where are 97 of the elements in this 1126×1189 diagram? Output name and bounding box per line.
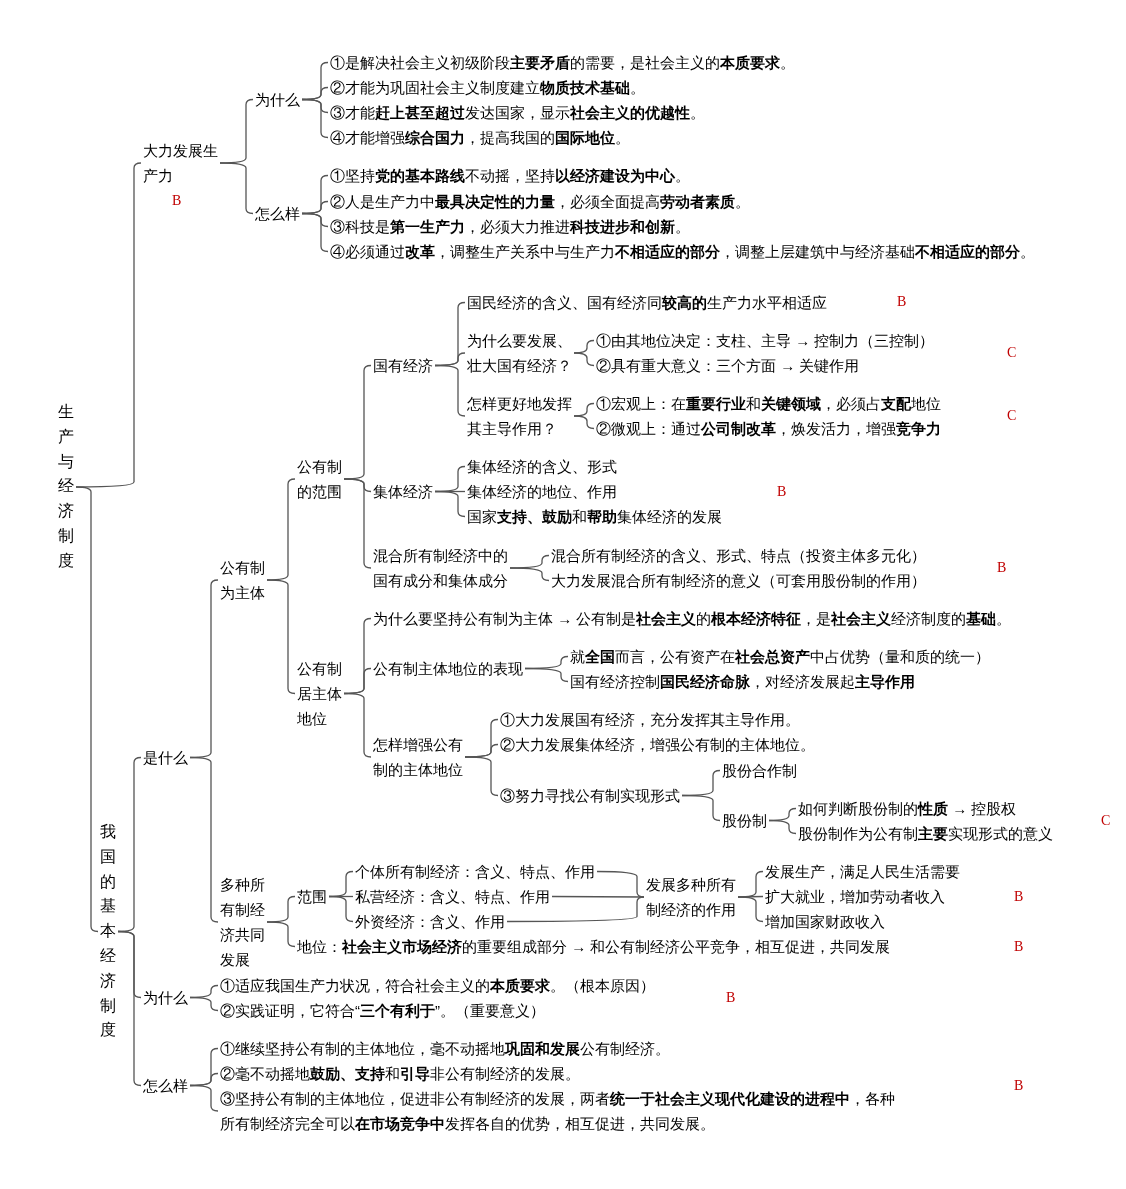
topic-label: ③努力寻找公有制实现形式 bbox=[500, 782, 680, 808]
point-text: ②实践证明，它符合“三个有利于”。（重要意义） bbox=[220, 997, 545, 1023]
brace-connector bbox=[573, 415, 595, 430]
brace-connector bbox=[75, 486, 99, 933]
grade-mark: B bbox=[997, 560, 1007, 576]
topic-label: 国有经济 bbox=[373, 352, 433, 378]
point-text: ④必须通过改革，调整生产关系中与生产力不相适应的部分，调整上层建筑中与经济基础不相适应的部分。 bbox=[330, 238, 1035, 264]
brace-connector bbox=[328, 895, 354, 923]
topic-label: 混合所有制经济中的国有成分和集体成分 bbox=[373, 542, 508, 593]
point-text: ②才能为巩固社会主义制度建立物质技术基础。 bbox=[330, 74, 645, 100]
point-text: ①继续坚持公有制的主体地位，毫不动摇地巩固和发展公有制经济。 bbox=[220, 1035, 670, 1061]
brace-connector bbox=[681, 794, 721, 822]
brace-connector bbox=[573, 352, 595, 367]
grade-mark: B bbox=[1014, 889, 1024, 905]
point-text: ②大力发展集体经济，增强公有制的主体地位。 bbox=[500, 731, 815, 757]
topic-label: 私营经济：含义、特点、作用 bbox=[355, 883, 550, 909]
topic-label: 为什么要发展、壮大国有经济？ bbox=[467, 327, 572, 378]
grade-mark: C bbox=[1007, 345, 1017, 361]
topic-label: 多种所有制经济共同发展 bbox=[220, 871, 265, 972]
topic-label: 公有制主体地位的表现 bbox=[373, 655, 523, 681]
topic-label: 生产与经济制度 bbox=[58, 400, 74, 574]
brace-connector bbox=[343, 478, 372, 569]
point-text: 集体经济的地位、作用 bbox=[467, 478, 617, 504]
brace-connector bbox=[506, 896, 645, 923]
point-text: 发展生产，满足人民生活需要 bbox=[765, 858, 960, 884]
point-text: 如何判断股份制的性质 → 控股权 bbox=[798, 795, 1017, 821]
grade-mark: B bbox=[1014, 1078, 1024, 1094]
brace-connector bbox=[266, 579, 296, 695]
topic-label: 公有制居主体地位 bbox=[297, 655, 342, 731]
topic-label: 怎样增强公有制的主体地位 bbox=[373, 731, 463, 782]
topic-label: 大力发展生产力 bbox=[143, 137, 218, 188]
point-text: ①宏观上：在重要行业和关键领域，必须占支配地位 bbox=[596, 390, 941, 416]
grade-mark: B bbox=[897, 294, 907, 310]
point-text: 扩大就业，增加劳动者收入 bbox=[765, 883, 945, 909]
brace-connector bbox=[434, 490, 466, 518]
brace-connector bbox=[189, 1084, 219, 1112]
point-text: ③坚持公有制的主体地位，促进非公有制经济的发展，两者统一于社会主义现代化建设的进程中，各种所有制经济完全可以在市场竞争中发挥各自的优势，相互促进，共同发展。 bbox=[220, 1085, 903, 1136]
point-text: ②微观上：通过公司制改革，焕发活力，增强竞争力 bbox=[596, 415, 941, 441]
brace-connector bbox=[343, 692, 372, 758]
point-text: ①是解决社会主义初级阶段主要矛盾的需要，是社会主义的本质要求。 bbox=[330, 49, 795, 75]
topic-label: 怎么样 bbox=[143, 1072, 188, 1098]
topic-label: 为什么 bbox=[143, 984, 188, 1010]
topic-label: 是什么 bbox=[143, 744, 188, 770]
brace-connector bbox=[301, 98, 329, 139]
brace-connector bbox=[434, 364, 466, 417]
grade-mark: C bbox=[1007, 408, 1017, 424]
point-text: 大力发展混合所有制经济的意义（可套用股份制的作用） bbox=[551, 567, 926, 593]
point-text: 增加国家财政收入 bbox=[765, 908, 885, 934]
topic-label: 范围 bbox=[297, 883, 327, 909]
point-text: 国有经济控制国民经济命脉，对经济发展起主导作用 bbox=[570, 668, 915, 694]
brace-connector bbox=[117, 930, 142, 1087]
topic-label: 公有制为主体 bbox=[220, 554, 265, 605]
grade-mark: B bbox=[1014, 939, 1024, 955]
point-text: ②人是生产力中最具决定性的力量，必须全面提高劳动者素质。 bbox=[330, 188, 750, 214]
brace-connector bbox=[768, 819, 797, 835]
point-text: 为什么要坚持公有制为主体 → 公有制是社会主义的根本经济特征，是社会主义经济制度的基础。 bbox=[373, 605, 1012, 631]
point-text: ①适应我国生产力状况，符合社会主义的本质要求。（根本原因） bbox=[220, 972, 655, 998]
point-text: ②毫不动摇地鼓励、支持和引导非公有制经济的发展。 bbox=[220, 1060, 580, 1086]
point-text: 股份合作制 bbox=[722, 757, 797, 783]
point-text: 国民经济的含义、国有经济同较高的生产力水平相适应 bbox=[467, 289, 827, 315]
brace-connector bbox=[464, 756, 499, 797]
point-text: ③科技是第一生产力，必须大力推进科技进步和创新。 bbox=[330, 213, 690, 239]
brace-connector bbox=[737, 896, 764, 923]
topic-label: 公有制的范围 bbox=[297, 453, 342, 504]
grade-mark: B bbox=[172, 193, 182, 209]
topic-label: 外资经济：含义、作用 bbox=[355, 908, 505, 934]
point-text: 就全国而言，公有资产在社会总资产中占优势（量和质的统一） bbox=[570, 643, 990, 669]
topic-label: 个体所有制经济：含义、特点、作用 bbox=[355, 858, 595, 884]
brace-connector bbox=[189, 756, 219, 923]
topic-label: 我国的基本经济制度 bbox=[100, 820, 116, 1044]
topic-label: 股份制 bbox=[722, 807, 767, 833]
brace-connector bbox=[509, 567, 550, 582]
topic-label: 为什么 bbox=[255, 86, 300, 112]
point-text: ②具有重大意义：三个方面 → 关键作用 bbox=[596, 352, 860, 378]
grade-mark: C bbox=[1101, 813, 1111, 829]
brace-connector bbox=[266, 921, 296, 948]
grade-mark: B bbox=[726, 990, 736, 1006]
topic-label: 发展多种所有制经济的作用 bbox=[646, 871, 736, 922]
topic-label: 集体经济 bbox=[373, 478, 433, 504]
point-text: 混合所有制经济的含义、形式、特点（投资主体多元化） bbox=[551, 542, 926, 568]
brace-connector bbox=[524, 667, 569, 683]
point-text: ①坚持党的基本路线不动摇，坚持以经济建设为中心。 bbox=[330, 162, 690, 188]
point-text: 股份制作为公有制主要实现形式的意义 bbox=[798, 820, 1053, 846]
brace-connector bbox=[219, 162, 254, 215]
point-text: ④才能增强综合国力，提高我国的国际地位。 bbox=[330, 124, 630, 150]
point-text: ①由其地位决定：支柱、主导 → 控制力（三控制） bbox=[596, 327, 935, 353]
topic-label: 怎么样 bbox=[255, 200, 300, 226]
point-text: ①大力发展国有经济，充分发挥其主导作用。 bbox=[500, 706, 800, 732]
point-text: 地位：社会主义市场经济的重要组成部分 → 和公有制经济公平竞争，相互促进，共同发展 bbox=[297, 933, 891, 959]
point-text: 国家支持、鼓励和帮助集体经济的发展 bbox=[467, 503, 722, 529]
point-text: 集体经济的含义、形式 bbox=[467, 453, 617, 479]
grade-mark: B bbox=[777, 484, 787, 500]
topic-label: 怎样更好地发挥其主导作用？ bbox=[467, 390, 572, 441]
brace-connector bbox=[189, 996, 219, 1012]
brace-connector bbox=[551, 895, 645, 898]
point-text: ③才能赶上甚至超过发达国家，显示社会主义的优越性。 bbox=[330, 99, 705, 125]
brace-connector bbox=[301, 212, 329, 253]
